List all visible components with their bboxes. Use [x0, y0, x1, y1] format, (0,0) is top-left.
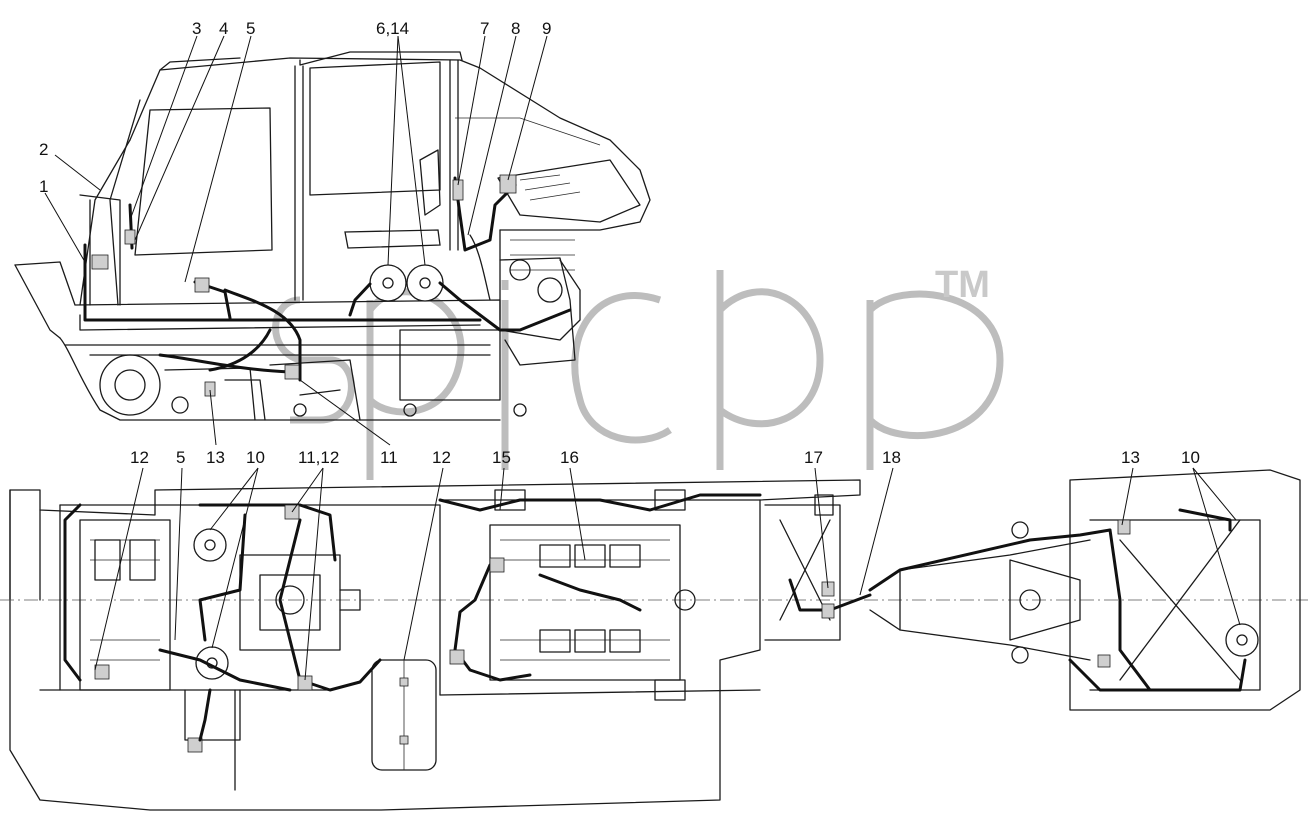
callout-17: 17	[804, 448, 823, 467]
callout-5: 5	[246, 19, 255, 38]
callout-10-a: 10	[246, 448, 265, 467]
callout-1: 1	[39, 177, 48, 196]
callout-12-a: 12	[130, 448, 149, 467]
callout-9: 9	[542, 19, 551, 38]
callout-11-top: 11	[380, 448, 398, 467]
callout-13-top: 13	[206, 448, 225, 467]
callout-2: 2	[39, 140, 48, 159]
callout-3: 3	[192, 19, 201, 38]
callout-labels: 1 2 3 4 5 6,14 7 8 9 11 13 12 5 10 11,12…	[39, 19, 1200, 467]
callout-18: 18	[882, 448, 901, 467]
callout-8: 8	[511, 19, 520, 38]
callout-11-12: 11,12	[298, 448, 339, 467]
callout-4: 4	[219, 19, 228, 38]
callout-5-b: 5	[176, 448, 185, 467]
trademark-mark: TM	[935, 264, 990, 306]
callout-13-c: 13	[1121, 448, 1140, 467]
callout-15: 15	[492, 448, 511, 467]
tractor-side-view	[14, 51, 651, 421]
callout-10-b: 10	[1181, 448, 1200, 467]
callout-12-b: 12	[432, 448, 451, 467]
callout-6-14: 6,14	[376, 19, 409, 38]
leader-lines	[44, 35, 1241, 681]
callout-7: 7	[480, 19, 489, 38]
tractor-plan-view	[0, 469, 1308, 811]
callout-16: 16	[560, 448, 579, 467]
